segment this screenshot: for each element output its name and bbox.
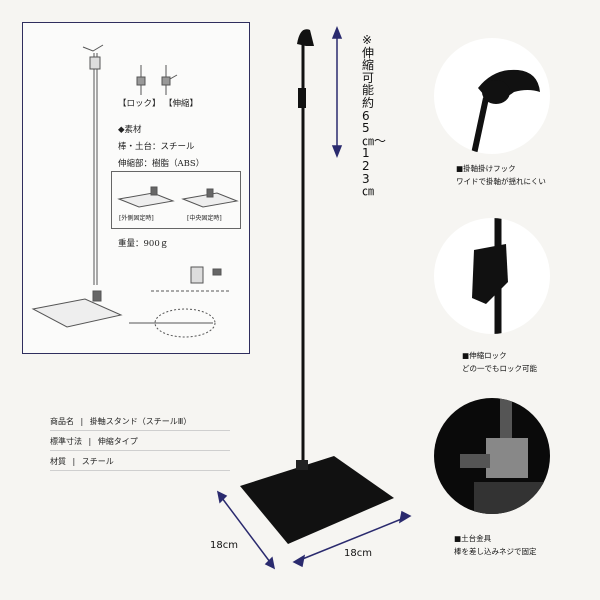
mount-outside-label: [外側固定時] [119,215,154,222]
stand-lock [298,88,306,108]
material-rod: 棒・土台：スチール [118,142,195,152]
spec-divider [50,470,230,471]
feature-title: ■伸縮ロック [462,351,507,360]
base-plate-diagram [31,290,123,328]
feature-desc: 棒を差し込みネジで固定 [454,547,537,556]
spec-label: 材質 [50,457,66,466]
diagram-drawing [31,44,239,338]
width-arrow [292,510,412,568]
base-fitting-detail-image [434,398,550,514]
lock-detail-image [434,218,550,334]
lock-label: 【ロック】 [118,99,161,109]
spec-row: 商品名 | 掛軸スタンド（スチールⅢ） [50,416,230,431]
pole-diagram [82,44,104,285]
base-figures [117,186,239,208]
spec-label: 商品名 [50,417,74,426]
base-fitting-detail-drawing [460,398,550,514]
spec-divider [50,450,230,451]
depth-arrow [216,490,276,570]
spec-value: スチール [81,457,114,466]
weight-label: 重量：900ｇ [118,239,169,249]
lock-extend-figures [136,65,178,95]
hook-detail-image [434,38,550,154]
stand-base-fitting [296,460,308,470]
spec-row: 材質 | スチール [50,456,230,471]
material-telescopic: 伸縮部：樹脂（ABS） [118,159,205,169]
spec-value: 伸縮タイプ [97,437,138,446]
spec-separator: | [72,457,76,466]
width-dimension: 18cm [344,548,372,559]
feature-desc: ワイドで掛軸が揺れにくい [456,177,546,186]
stand-base [240,456,394,544]
hook-detail-drawing [471,69,540,154]
feature-desc: どの一でもロック可能 [462,364,537,373]
stand-hook [297,29,314,46]
height-arrow [331,25,343,159]
mount-center-label: [中央固定時] [187,215,222,222]
spec-separator: | [80,417,84,426]
spec-label: 標準寸法 [50,437,82,446]
lock-detail-drawing [472,218,508,334]
material-heading: ◆素材 [118,125,142,135]
mount-options-box [111,171,241,229]
feature-title: ■掛軸掛けフック [456,164,516,173]
depth-dimension: 18cm [210,540,238,551]
spec-value: 掛軸スタンド（スチールⅢ） [89,417,192,426]
extend-label: 【伸縮】 [164,99,199,109]
spec-row: 標準寸法 | 伸縮タイプ [50,436,230,451]
feature-title: ■土台金具 [454,534,492,543]
diagram-panel: 【ロック】 【伸縮】 ◆素材 棒・土台：スチール 伸縮部：樹脂（ABS） [外側… [22,22,250,354]
screw-parts [129,266,229,338]
spec-divider [50,430,230,431]
spec-separator: | [88,437,92,446]
height-note: ※伸縮可能 約65㎝〜123㎝ [362,33,387,199]
